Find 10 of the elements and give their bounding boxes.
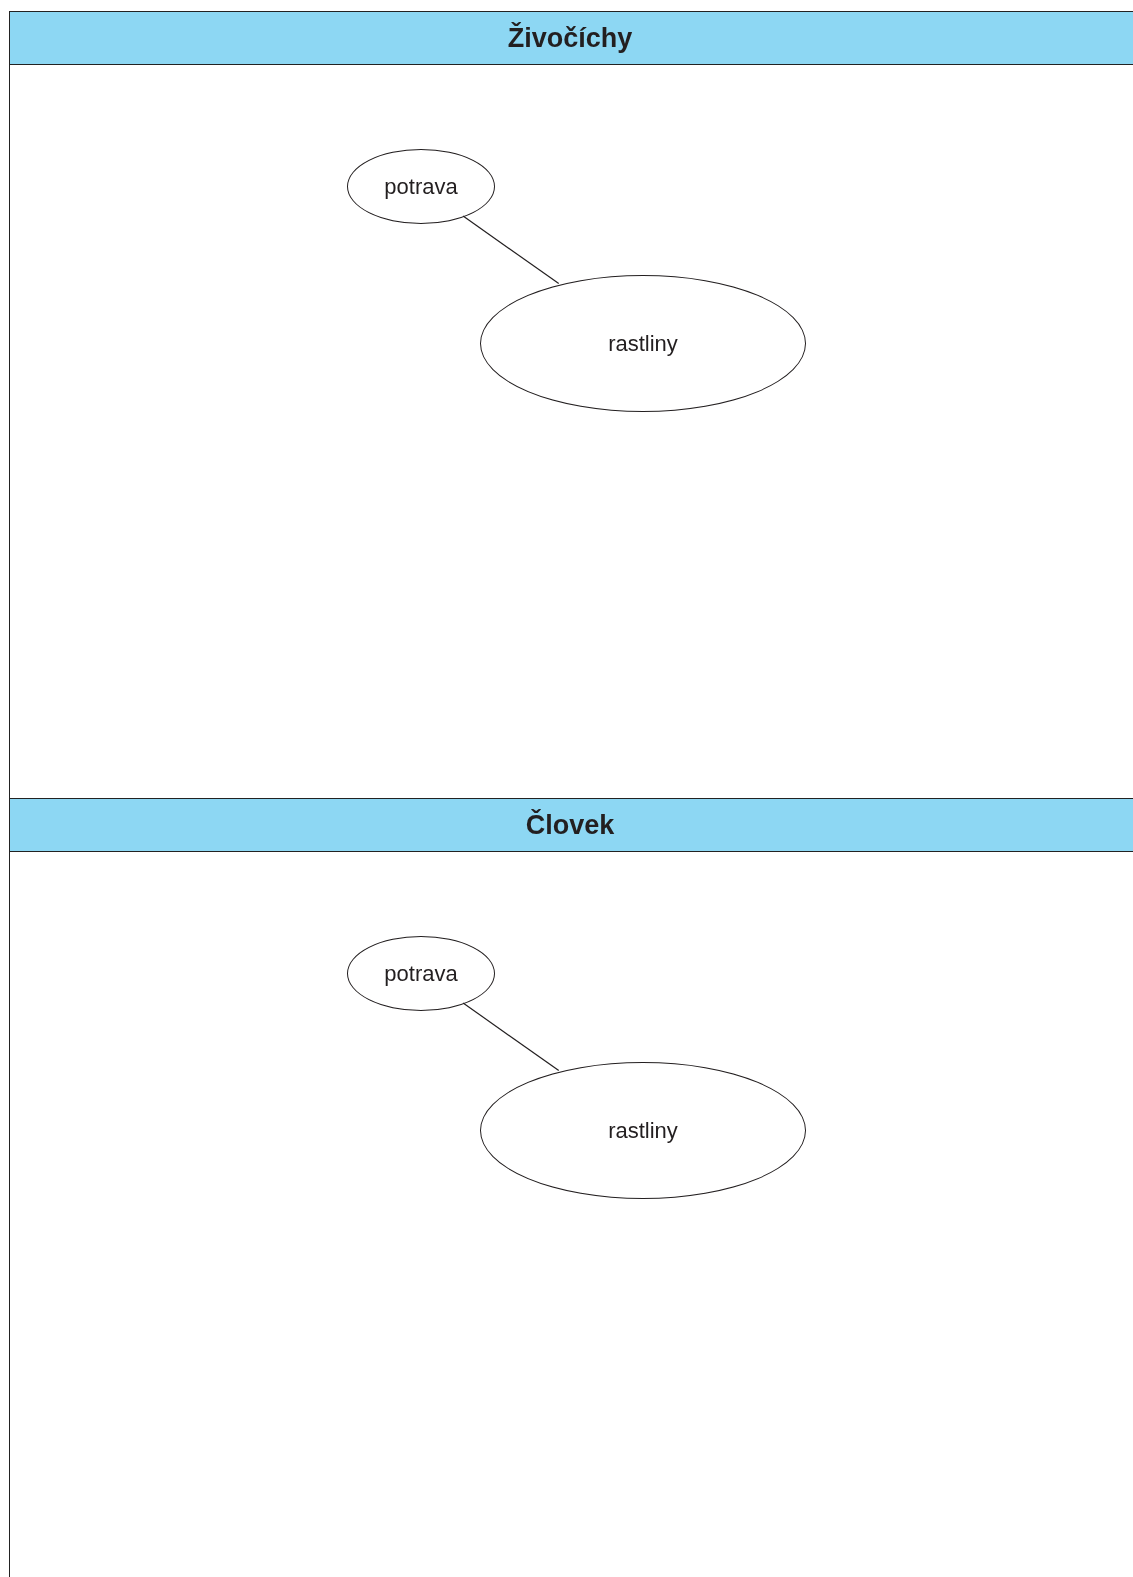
connector-line	[462, 215, 560, 285]
panel-header: Živočíchy	[10, 12, 1133, 65]
node-label: potrava	[384, 173, 458, 201]
panel	[9, 798, 1133, 1577]
node-label: rastliny	[608, 330, 678, 358]
panel	[9, 11, 1133, 799]
panel-header: Človek	[10, 799, 1133, 852]
node-label: rastliny	[608, 1117, 678, 1145]
connector-line	[462, 1002, 560, 1072]
node-label: potrava	[384, 960, 458, 988]
